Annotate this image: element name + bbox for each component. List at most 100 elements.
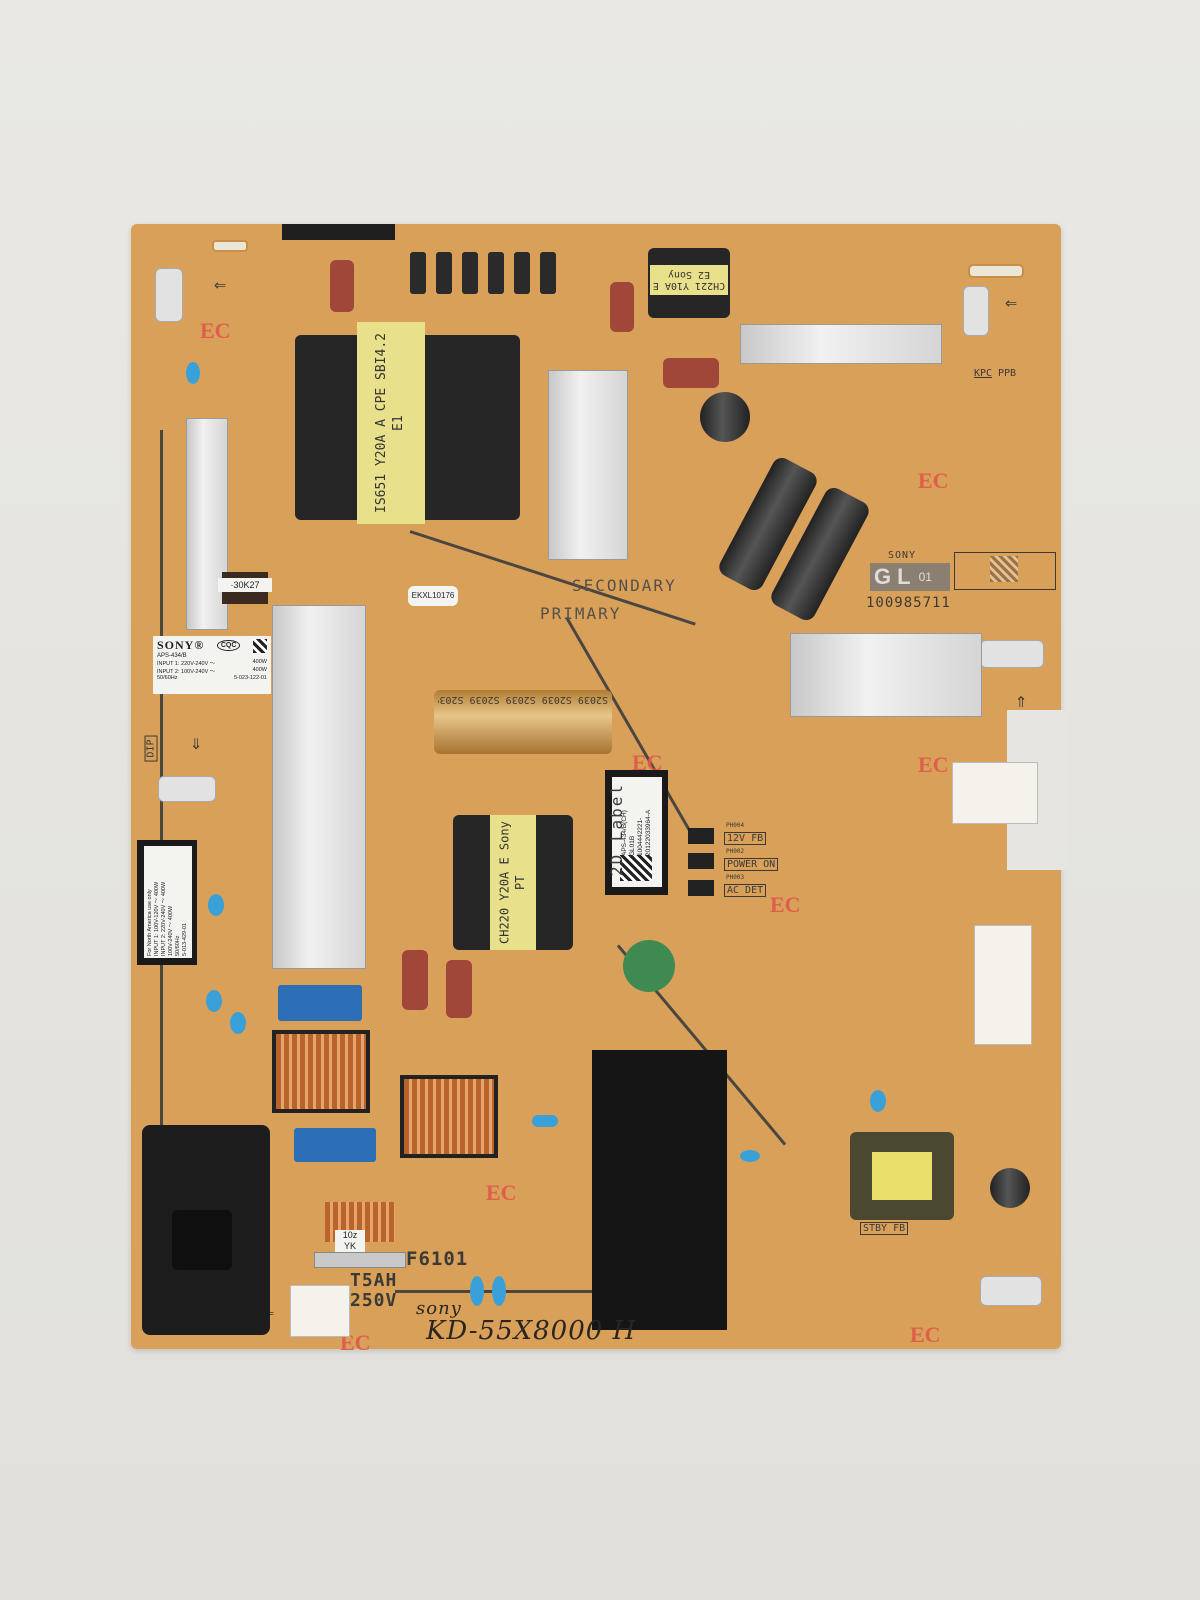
x-capacitor [278,985,362,1021]
heatsink-aluminium [548,370,628,560]
qr-box [954,552,1056,590]
ceramic-resistor-label: EKXL10176 [408,586,458,606]
board-rev: GL01B [629,835,636,856]
gl-code: GL [874,564,917,589]
film-capacitor [330,260,354,312]
up-arrow-icon: ⇑ [1015,688,1028,712]
na-freq: 50/60Hz [175,935,181,957]
y-capacitor [740,1150,760,1162]
fuse-rating-voltage: 250V [350,1290,398,1311]
fuse-rating-current: T5AH [350,1270,398,1291]
small-transformer-label: CH221 Y10A E E2 Sony [650,265,728,295]
board-brand: SONY [888,550,917,561]
down-arrow-icon: ⇓ [190,730,203,754]
electrolytic-capacitor [700,392,750,442]
handwritten-brand: sony [416,1298,462,1319]
ph-power-label: POWER ON [724,858,779,871]
output-connector[interactable] [952,762,1038,824]
ec-mark: EC [770,892,801,917]
left-arrow-icon: ⇐ [214,272,227,296]
electrolytic-capacitor [990,1168,1030,1208]
heatsink-aluminium [740,324,942,364]
fuse-ref: F6101 [406,1248,469,1270]
input1-text: INPUT 1: 220V-240V ～ [157,661,216,667]
slot [212,240,248,252]
heatsink-aluminium [790,633,982,717]
film-capacitor [610,282,634,332]
board-serial1: 1004442221- [637,817,644,856]
ec-mark: EC [486,1180,517,1205]
optocoupler [688,828,714,844]
optocoupler [688,853,714,869]
datamatrix-code [620,855,652,881]
y-capacitor [206,990,222,1012]
y-capacitor [532,1115,558,1127]
mount-bracket [980,1276,1042,1306]
y-capacitor [470,1276,484,1306]
board-serial2: 20122033964-A [645,809,652,856]
wire-connector[interactable] [290,1285,350,1337]
secondary-text: SECONDARY [572,576,677,595]
primary-text: PRIMARY [540,604,622,623]
heatsink-aluminium [186,418,228,630]
film-capacitor [663,358,719,388]
common-mode-choke [400,1075,498,1158]
y-capacitor [230,1012,246,1034]
rating-label: SONY® CQC APS-434/B INPUT 1: 220V-240V ～… [153,636,271,694]
gl-rev: 01 [918,570,932,584]
mount-bracket [963,286,989,336]
y-capacitor [492,1276,506,1306]
input2-text: INPUT 2: 100V-240V ～ [157,669,216,675]
na-rating-label: For North America use only INPUT 1: 100V… [144,846,192,958]
ph-ref: PH002 [726,848,745,855]
ppb-mark: PPB [998,368,1017,379]
bulk-capacitor-marking: S2039 S2039 S2039 S2039 S2039 S2039 [438,694,608,705]
na-input1: INPUT 1: 100V-120V ～ 400W [154,881,160,956]
mount-bracket [158,776,216,802]
handwritten-model: KD-55X8000 H [426,1316,637,1346]
ph-ac-label: AC DET [724,884,767,897]
common-mode-choke [272,1030,370,1113]
qr-code [990,556,1018,582]
standby-transformer-core [872,1152,932,1200]
ph-12v-label: 12V FB [724,832,767,845]
diode-row [410,252,560,300]
ac-socket[interactable] [172,1210,232,1270]
part-number: 5-023-122-01 [233,675,267,681]
2d-label-text: 2D Label [607,782,627,877]
kpc-mark: KPC [974,368,993,379]
ntc-thermistor [623,940,675,992]
ec-mark: EC [918,752,949,777]
left-arrow-icon: ⇐ [1005,290,1018,314]
y-capacitor [208,894,224,916]
ec-mark: EC [200,318,231,343]
inductor-label: ·30K27 [218,578,272,592]
ec-mark: EC [910,1322,941,1347]
na-part: 5-013-429-01 [182,922,188,956]
heatsink-aluminium [272,605,366,969]
na-input2: INPUT 2: 220V-240V ～ 400W [161,881,167,956]
board-label: APS-434/B(CH) GL01B 1004442221- 20122033… [612,777,662,887]
film-capacitor [446,960,472,1018]
signal-connector[interactable] [974,925,1032,1045]
freq-text: 50/60Hz [157,675,178,681]
ph-ref: PH004 [726,822,745,829]
mount-bracket [155,268,183,322]
pcb-part-number: 100985711 [866,595,951,611]
input1-power: 400W [252,659,267,665]
choke-label: 10z YK [335,1230,365,1256]
dip-arrow-label: DIP [144,735,158,762]
x-capacitor [294,1128,376,1162]
gl-code-box: GL 01 [870,563,950,591]
mount-bracket [980,640,1044,668]
film-capacitor [402,950,428,1010]
input2-power: 400W [252,667,267,673]
mid-transformer-label: CH220 Y20A E Sony PT [490,815,536,950]
na-input3: 100V-240V ～ 400W [168,905,174,956]
fuse [314,1252,406,1268]
y-capacitor [186,362,200,384]
ph-ref: PH003 [726,874,745,881]
main-transformer-label: IS651 Y20A A CPE SBI4.2 E1 [357,322,425,524]
na-title: For North America use only [147,889,153,956]
black-strip [282,224,395,240]
